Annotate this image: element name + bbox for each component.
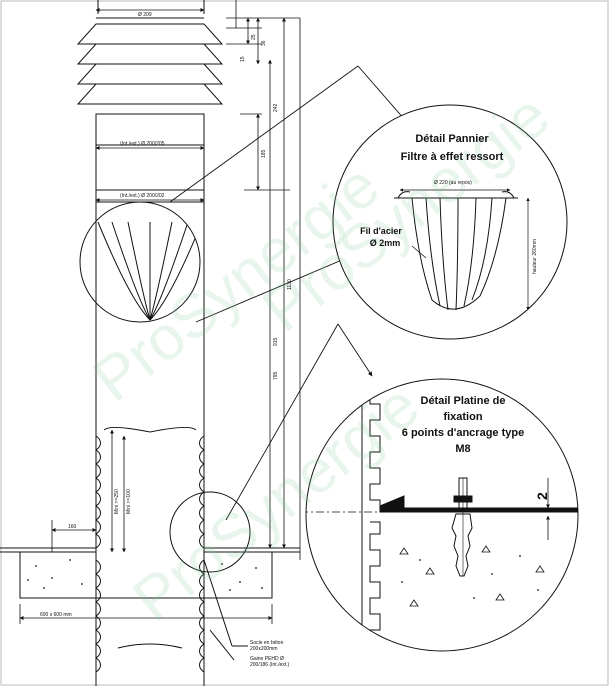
note-socle-1: Socle en béton [250, 640, 284, 646]
dim-36: 36 [261, 40, 267, 46]
dim-15: 15 [240, 56, 246, 62]
note-socle-2: 200x200mm [250, 646, 278, 652]
dim-1130: 1130 [287, 279, 293, 290]
dim-25: 25 [251, 34, 257, 40]
basket-title-2: Filtre à effet ressort [400, 151, 504, 163]
wire-label-1: Fil d'acier [360, 226, 402, 236]
dim-depth-right: Mini >=100 [126, 489, 132, 514]
wire-label-2: Ø 2mm [369, 238, 401, 248]
note-gaine-1: Gaine PEHD Ø [250, 656, 284, 662]
dim-top-diameter: Ø 209 [138, 12, 152, 18]
dim-185: 185 [261, 149, 267, 158]
leader-lines [169, 65, 413, 521]
basket-detail [332, 104, 568, 340]
note-gaine-2: 200/186 (Int./ext.) [250, 662, 290, 668]
plate-title-2: fixation [443, 411, 483, 423]
gap-dimension: 2 [534, 492, 550, 500]
basket-diameter: Ø 220 (au repos) [434, 180, 472, 186]
dim-160: 160 [68, 524, 77, 530]
plate-title-4: M8 [455, 443, 471, 455]
plate-detail [305, 378, 579, 652]
basket-title-1: Détail Pannier [415, 133, 489, 145]
dim-inner-1: (Int./ext.) Ø 200/205 [120, 141, 165, 147]
basket-in-tube [79, 201, 201, 323]
plate-source-circle [169, 491, 251, 661]
dim-depth-left: Mini >=250 [114, 489, 120, 514]
dim-795: 795 [273, 371, 279, 380]
dim-inner-2: (Int./ext.) Ø 200/202 [120, 193, 165, 199]
dim-slab: 600 x 600 mm [40, 612, 72, 618]
dim-242: 242 [273, 103, 279, 112]
dim-915: 915 [273, 337, 279, 346]
ground-slab [0, 547, 300, 599]
vent-column [76, 0, 224, 686]
plate-title-1: Détail Platine de [420, 395, 506, 407]
basket-height: hauteur 260mm [532, 238, 538, 274]
plate-title-3: 6 points d'ancrage type [401, 427, 525, 439]
